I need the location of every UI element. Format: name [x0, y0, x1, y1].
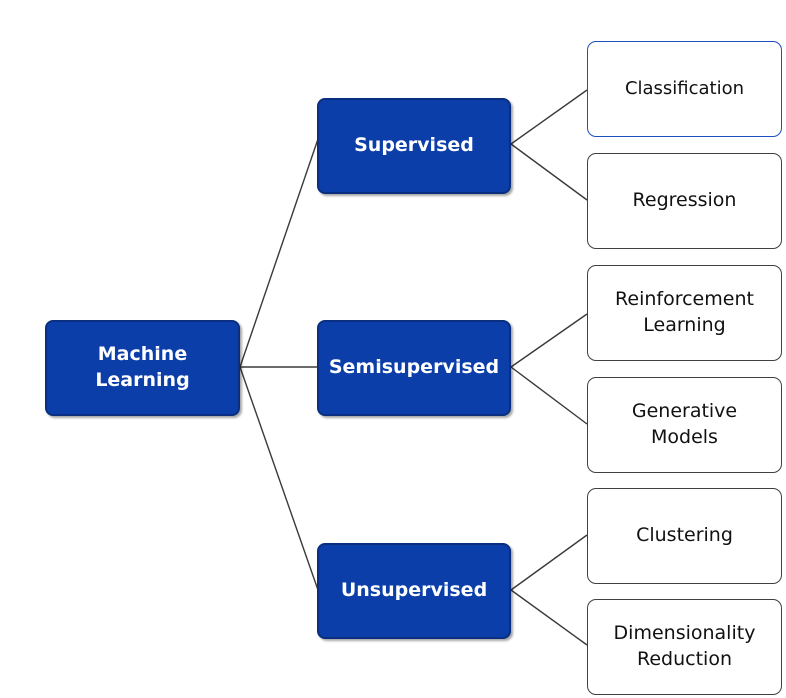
connector-root-unsupervised [239, 366, 319, 591]
node-dimensionality-reduction[interactable]: Dimensionality Reduction [587, 599, 782, 695]
connector-supervised-classification [510, 89, 588, 145]
node-reinforcement-learning[interactable]: Reinforcement Learning [587, 265, 782, 361]
node-reinforcement-learning-line2: Learning [643, 314, 726, 336]
node-generative-models[interactable]: Generative Models [587, 377, 782, 473]
node-dimensionality-reduction-line1: Dimensionality [613, 622, 756, 645]
node-clustering-label: Clustering [636, 524, 733, 547]
node-clustering[interactable]: Clustering [587, 488, 782, 584]
connector-semisupervised-generative [510, 366, 588, 425]
node-machine-learning[interactable]: Machine Learning [45, 320, 240, 416]
node-regression-label: Regression [632, 189, 737, 212]
node-regression[interactable]: Regression [587, 153, 782, 249]
connector-semisupervised-reinforcement [510, 313, 588, 368]
node-semisupervised-label: Semisupervised [328, 356, 500, 379]
node-supervised[interactable]: Supervised [317, 98, 511, 194]
node-generative-models-line1: Generative [631, 400, 738, 423]
connector-root-supervised [239, 138, 319, 368]
connector-unsupervised-dimensionality [510, 589, 588, 646]
node-unsupervised-label: Unsupervised [340, 579, 488, 602]
node-machine-learning-line1: Machine [97, 343, 188, 366]
node-generative-models-line2: Models [651, 426, 718, 448]
node-dimensionality-reduction-line2: Reduction [637, 648, 732, 670]
node-unsupervised[interactable]: Unsupervised [317, 543, 511, 639]
node-semisupervised[interactable]: Semisupervised [317, 320, 511, 416]
node-reinforcement-learning-line1: Reinforcement [615, 288, 754, 311]
node-supervised-label: Supervised [354, 134, 474, 157]
node-classification[interactable]: Classification [587, 41, 782, 137]
connector-unsupervised-clustering [510, 534, 588, 591]
node-classification-label: Classification [624, 77, 745, 99]
connector-supervised-regression [510, 143, 588, 201]
node-machine-learning-line2: Learning [95, 369, 190, 391]
